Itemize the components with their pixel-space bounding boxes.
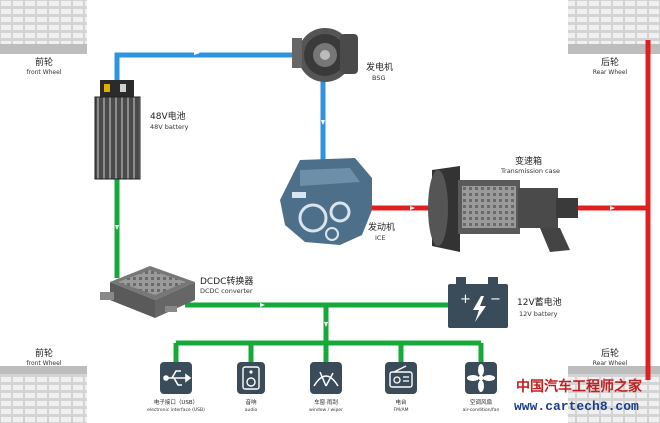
battery-12v: + −: [448, 277, 508, 328]
dcdc-converter: [100, 266, 195, 318]
load-audio-label: 音响: [245, 398, 257, 406]
front-wheel-top-sublabel: front Wheel: [27, 69, 62, 76]
load-usb: [160, 362, 192, 394]
bsg-sublabel: BSG: [372, 74, 386, 82]
arrow-icon: [260, 303, 265, 307]
usb-icon: [163, 370, 192, 386]
rear-wheel-top: [568, 0, 660, 54]
lightning-icon: [473, 296, 486, 322]
load-fan-sublabel: air-condition/fan: [463, 407, 500, 413]
load-usb-sublabel: electronic interface (USB): [147, 407, 205, 413]
bsg-generator: [292, 28, 358, 82]
watermark-title: 中国汽车工程师之家: [516, 378, 643, 395]
battery-12v-sublabel: 12V battery: [519, 310, 558, 318]
battery-48v-label: 48V电池: [150, 110, 186, 122]
load-wiper-sublabel: window / wiper: [309, 407, 343, 413]
rear-wheel-bottom: [568, 366, 660, 423]
wiper-icon: [313, 371, 339, 387]
watermark: 中国汽车工程师之家 www.cartech8.com: [514, 378, 643, 414]
arrow-icon: [194, 51, 200, 55]
fan-icon: [467, 364, 495, 392]
transmission-label: 变速箱: [515, 155, 542, 167]
load-fan-label: 空调风扇: [470, 398, 492, 406]
ice-label: 发动机: [368, 221, 395, 233]
bsg-label: 发电机: [366, 61, 393, 73]
rear-wheel-top-sublabel: Rear Wheel: [593, 69, 628, 76]
battery-48v-sublabel: 48V battery: [150, 123, 189, 131]
dcdc-label: DCDC转换器: [200, 275, 253, 287]
rear-wheel-top-label: 后轮: [601, 56, 619, 68]
front-wheel-top: [0, 0, 87, 54]
transmission-sublabel: Transmission case: [500, 167, 560, 175]
load-radio: [385, 362, 417, 394]
arrow-icon: [324, 322, 328, 327]
ice-engine: [280, 158, 372, 245]
arrow-icon: [115, 225, 119, 230]
load-wiper-label: 车窗·雨刮: [314, 398, 338, 406]
load-fan: [465, 362, 497, 394]
battery-48v: [94, 80, 141, 180]
hv-line-battery-bsg: [114, 52, 295, 80]
load-audio: [237, 362, 265, 394]
audio-icon: [242, 366, 260, 390]
front-wheel-bottom-sublabel: front Wheel: [27, 360, 62, 367]
plus-icon: +: [460, 292, 471, 307]
flow-arrows: [115, 51, 615, 327]
rear-wheel-bottom-sublabel: Rear Wheel: [593, 360, 628, 367]
load-wiper: [310, 362, 342, 394]
arrow-icon: [321, 120, 325, 125]
arrow-icon: [410, 206, 415, 210]
rear-wheel-bottom-label: 后轮: [601, 347, 619, 359]
minus-icon: −: [490, 292, 501, 307]
front-wheel-bottom-label: 前轮: [35, 347, 53, 359]
watermark-url: www.cartech8.com: [514, 399, 639, 414]
dcdc-sublabel: DCDC converter: [200, 287, 253, 295]
load-usb-label: 电子接口（USB）: [154, 398, 198, 406]
front-wheel-top-label: 前轮: [35, 56, 53, 68]
radio-icon: [389, 365, 413, 388]
load-radio-label: 电台: [395, 398, 407, 406]
load-radio-sublabel: FM/AM: [394, 407, 409, 413]
ice-sublabel: ICE: [375, 234, 386, 242]
arrow-icon: [610, 206, 615, 210]
battery-12v-label: 12V蓄电池: [517, 296, 562, 308]
front-wheel-bottom: [0, 366, 87, 423]
load-audio-sublabel: audio: [245, 407, 258, 413]
transmission-case: [428, 166, 578, 252]
